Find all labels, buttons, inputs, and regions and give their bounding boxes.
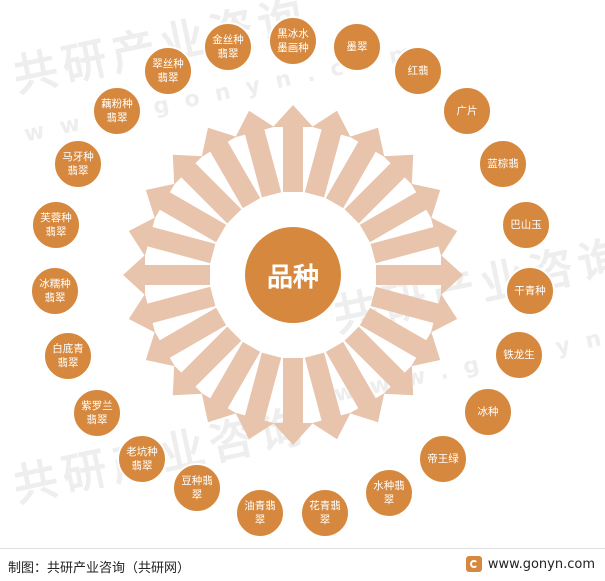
radial-arrow bbox=[172, 154, 242, 224]
gonyn-logo-icon bbox=[465, 556, 482, 572]
radial-arrow bbox=[359, 183, 441, 243]
footer-brand: www.gonyn.com bbox=[465, 556, 595, 572]
variety-node: 紫罗兰翡翠 bbox=[72, 388, 122, 438]
radial-arrow bbox=[273, 105, 313, 192]
variety-label: 广片 bbox=[456, 105, 478, 117]
radial-arrow bbox=[325, 127, 385, 209]
center-node: 品种 bbox=[245, 227, 341, 323]
variety-label: 芙蓉种翡翠 bbox=[40, 212, 72, 238]
variety-node: 油青翡翠 bbox=[235, 488, 285, 538]
variety-label: 水种翡翠 bbox=[373, 480, 405, 506]
variety-node: 花青翡翠 bbox=[300, 488, 350, 538]
variety-node: 蓝棕翡 bbox=[478, 139, 528, 189]
variety-label: 帝王绿 bbox=[427, 453, 459, 465]
radial-arrow bbox=[370, 217, 458, 264]
radial-arrows bbox=[123, 105, 463, 445]
variety-node: 藕粉种翡翠 bbox=[92, 86, 142, 136]
variety-node: 墨翠 bbox=[332, 22, 382, 72]
variety-label: 干青种 bbox=[514, 285, 546, 297]
variety-node: 金丝种翡翠 bbox=[203, 22, 253, 72]
center-label: 品种 bbox=[266, 262, 319, 293]
radial-arrow bbox=[376, 255, 463, 295]
variety-label: 铁龙生 bbox=[503, 349, 535, 361]
radial-arrow bbox=[172, 326, 242, 396]
variety-node: 广片 bbox=[442, 86, 492, 136]
radial-arrow bbox=[128, 217, 216, 264]
radial-arrow bbox=[370, 286, 458, 333]
variety-node: 老坑种翡翠 bbox=[117, 434, 167, 484]
radial-arrow bbox=[201, 341, 261, 423]
variety-label: 马牙种翡翠 bbox=[62, 151, 94, 177]
variety-label: 金丝种翡翠 bbox=[212, 34, 244, 60]
variety-node: 冰种 bbox=[463, 387, 513, 437]
variety-node: 芙蓉种翡翠 bbox=[31, 200, 81, 250]
variety-label: 黑冰水墨画种 bbox=[277, 28, 309, 54]
radial-arrow bbox=[359, 307, 441, 367]
radial-arrow bbox=[344, 326, 414, 396]
variety-node: 黑冰水墨画种 bbox=[268, 16, 318, 66]
variety-node: 马牙种翡翠 bbox=[53, 139, 103, 189]
variety-label: 花青翡翠 bbox=[309, 500, 341, 526]
variety-node: 铁龙生 bbox=[494, 330, 544, 380]
radial-arrow bbox=[123, 255, 210, 295]
radial-arrow bbox=[235, 110, 282, 198]
variety-node: 巴山玉 bbox=[501, 200, 551, 250]
radial-arrow bbox=[128, 286, 216, 333]
variety-node: 水种翡翠 bbox=[364, 468, 414, 518]
variety-node: 翠丝种翡翠 bbox=[143, 46, 193, 96]
variety-label: 巴山玉 bbox=[510, 219, 542, 231]
variety-node: 红翡 bbox=[393, 46, 443, 96]
variety-label: 墨翠 bbox=[346, 41, 368, 53]
radial-arrow bbox=[304, 110, 351, 198]
variety-label: 冰种 bbox=[477, 406, 499, 418]
variety-label: 紫罗兰翡翠 bbox=[81, 400, 113, 426]
source-credit: 制图：共研产业咨询（共研网） bbox=[8, 561, 191, 576]
radial-arrow bbox=[235, 352, 282, 440]
footer: 制图：共研产业咨询（共研网） www.gonyn.com bbox=[0, 548, 605, 581]
radial-arrow bbox=[325, 341, 385, 423]
variety-label: 红翡 bbox=[407, 65, 429, 77]
radial-arrow bbox=[304, 352, 351, 440]
variety-node: 干青种 bbox=[505, 266, 555, 316]
radial-arrow bbox=[344, 154, 414, 224]
variety-label: 蓝棕翡 bbox=[487, 158, 519, 170]
variety-label: 老坑种翡翠 bbox=[126, 446, 158, 472]
variety-label: 豆种翡翠 bbox=[181, 475, 213, 501]
variety-node: 帝王绿 bbox=[418, 434, 468, 484]
radial-arrow bbox=[201, 127, 261, 209]
radial-arrow bbox=[145, 307, 227, 367]
radial-arrow bbox=[273, 358, 313, 445]
variety-label: 冰糯种翡翠 bbox=[39, 278, 71, 304]
variety-node: 豆种翡翠 bbox=[172, 463, 222, 513]
variety-diagram: 共研产业咨询 www.gonyn.com 共研产业咨询 www.gonyn.co… bbox=[9, 0, 605, 538]
variety-label: 藕粉种翡翠 bbox=[101, 98, 133, 124]
variety-node: 白底青翡翠 bbox=[43, 331, 93, 381]
radial-arrow bbox=[145, 183, 227, 243]
variety-node: 冰糯种翡翠 bbox=[30, 266, 80, 316]
variety-label: 翠丝种翡翠 bbox=[152, 58, 184, 84]
variety-label: 白底青翡翠 bbox=[52, 343, 84, 369]
variety-label: 油青翡翠 bbox=[244, 500, 276, 526]
footer-url: www.gonyn.com bbox=[487, 556, 595, 572]
